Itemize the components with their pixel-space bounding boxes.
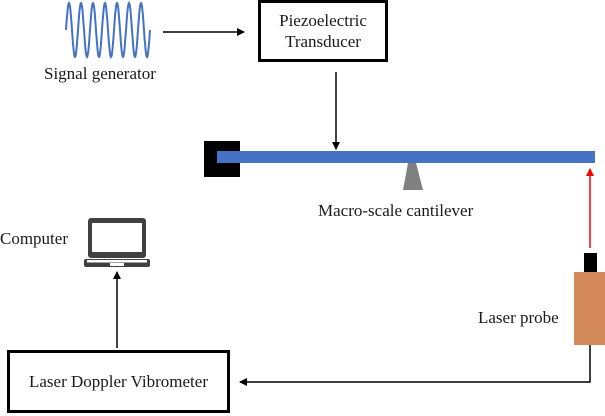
laptop-icon: [84, 218, 150, 267]
transducer-label-line1: Piezoelectric: [279, 11, 367, 30]
cantilever-beam: [217, 151, 595, 163]
computer-label: Computer: [0, 229, 68, 248]
cable-probe-to-vibrometer: [239, 345, 591, 386]
cantilever-label: Macro-scale cantilever: [318, 201, 474, 220]
sine-wave-icon: [65, 0, 151, 60]
signal-generator-label: Signal generator: [44, 64, 156, 83]
laser-probe-label: Laser probe: [478, 308, 559, 327]
laser-probe-body: [574, 272, 605, 345]
laser-probe-tip: [584, 253, 597, 273]
laser-doppler-vibrometer-box: Laser Doppler Vibrometer: [7, 350, 230, 413]
transducer-label-line2: Transducer: [285, 32, 361, 51]
cantilever-support: [403, 163, 423, 190]
piezoelectric-transducer-box: Piezoelectric Transducer: [258, 0, 388, 62]
vibrometer-label: Laser Doppler Vibrometer: [29, 372, 208, 391]
